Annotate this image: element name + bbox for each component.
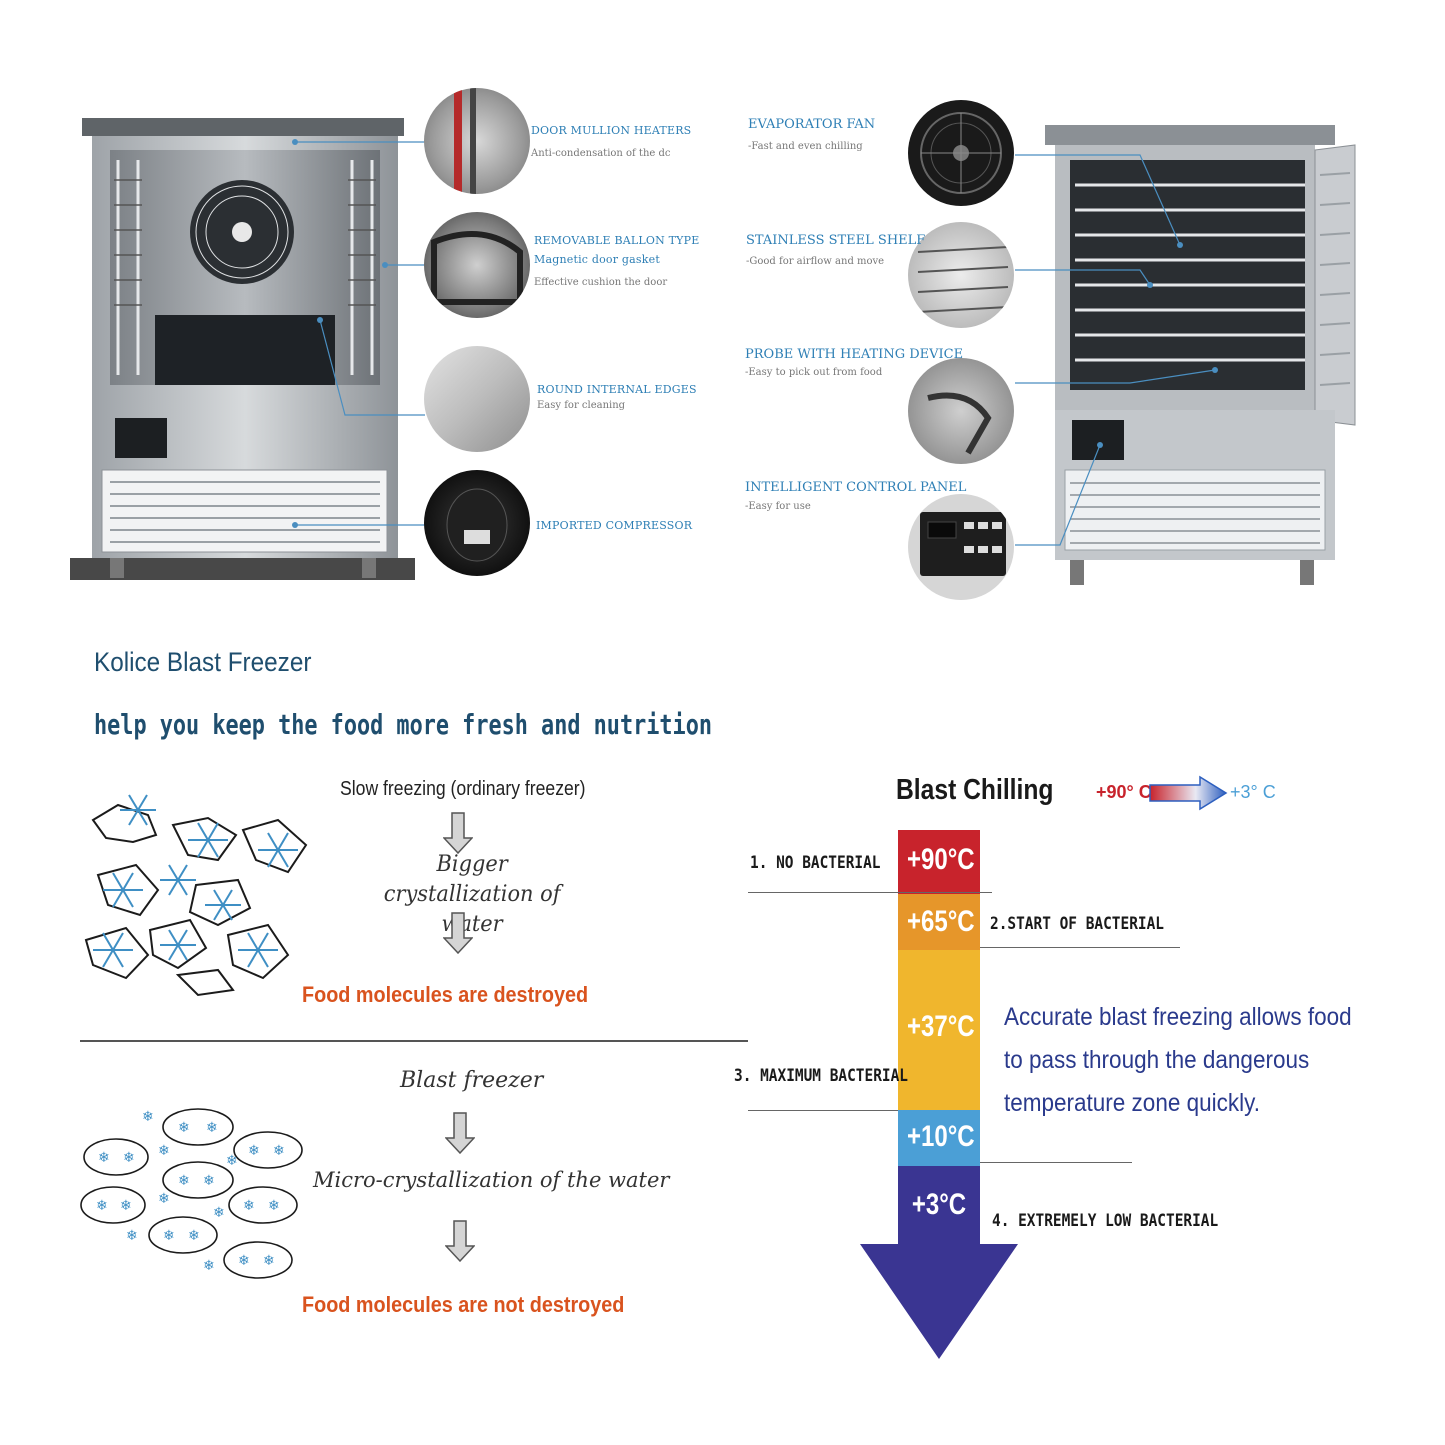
bacteria-line-1 xyxy=(748,892,992,893)
bacteria-line-3 xyxy=(748,1110,898,1111)
svg-text:❄: ❄ xyxy=(123,1150,135,1166)
probe-photo xyxy=(908,358,1014,464)
callout-fan-desc: -Fast and even chilling xyxy=(748,141,863,152)
down-arrow-icon xyxy=(445,1220,475,1262)
svg-text:❄: ❄ xyxy=(263,1253,275,1269)
band-65 xyxy=(898,894,980,950)
callout-gasket-title: REMOVABLE BALLON TYPE xyxy=(534,234,700,247)
compressor-photo xyxy=(424,470,530,576)
bacteria-line-2 xyxy=(980,947,1180,948)
callout-edges-title: ROUND INTERNAL EDGES xyxy=(537,383,697,396)
svg-text:❄: ❄ xyxy=(273,1143,285,1159)
svg-text:❄: ❄ xyxy=(243,1198,255,1214)
left-connector-lines xyxy=(292,139,425,528)
callout-door-mullion-desc: Anti-condensation of the dc xyxy=(531,148,671,159)
svg-text:❄: ❄ xyxy=(126,1228,138,1244)
slow-freezing-title: Slow freezing (ordinary freezer) xyxy=(340,778,586,800)
callout-door-mullion-title: DOOR MULLION HEATERS xyxy=(531,124,692,137)
band-label-65: +65°C xyxy=(907,905,975,938)
brand-title: Kolice Blast Freezer xyxy=(94,647,312,677)
bacteria-label-1: 1. NO BACTERIAL xyxy=(750,853,881,873)
svg-text:❄: ❄ xyxy=(120,1198,132,1214)
band-37 xyxy=(898,950,980,1110)
large-ice-crystals-illustration xyxy=(84,794,308,997)
svg-text:❄: ❄ xyxy=(188,1228,200,1244)
right-connector-lines xyxy=(1015,154,1218,546)
svg-text:❄: ❄ xyxy=(158,1143,170,1159)
callout-probe-title: PROBE WITH HEATING DEVICE xyxy=(745,347,964,362)
chill-from-temp: +90° C xyxy=(1096,782,1152,802)
svg-text:❄: ❄ xyxy=(226,1153,238,1169)
bacteria-label-3: 3. MAXIMUM BACTERIAL xyxy=(734,1066,908,1086)
internal-edge-photo xyxy=(424,346,530,452)
svg-text:❄: ❄ xyxy=(142,1109,154,1125)
blast-freezer-result: Food molecules are not destroyed xyxy=(302,1292,625,1317)
svg-text:❄: ❄ xyxy=(238,1253,250,1269)
band-label-10: +10°C xyxy=(907,1120,975,1153)
slow-freezing-result: Food molecules are destroyed xyxy=(302,982,589,1007)
svg-text:❄: ❄ xyxy=(248,1143,260,1159)
control-panel-photo xyxy=(908,494,1014,600)
callout-shelf-title: STAINLESS STEEL SHELF xyxy=(746,233,926,248)
band-label-90: +90°C xyxy=(907,843,975,876)
evaporator-fan-photo xyxy=(908,100,1014,206)
down-arrow-icon xyxy=(445,1112,475,1154)
band-label-3: +3°C xyxy=(911,1188,967,1221)
svg-text:❄: ❄ xyxy=(268,1198,280,1214)
micro-ice-crystals-illustration: ❄❄❄ ❄❄❄ ❄❄❄ ❄❄ ❄❄❄ ❄❄❄ ❄❄❄ ❄❄❄ xyxy=(80,1108,303,1279)
freezer-front-illustration xyxy=(70,110,415,590)
chill-to-temp: +3° C xyxy=(1230,782,1276,802)
band-10 xyxy=(898,1110,980,1166)
callout-panel-desc: -Easy for use xyxy=(745,501,811,512)
tagline: help you keep the food more fresh and nu… xyxy=(94,708,713,741)
blast-chilling-title: Blast Chilling xyxy=(896,774,1054,806)
band-3-arrow xyxy=(860,1166,1018,1359)
callout-gasket-desc: Effective cushion the door xyxy=(534,277,668,288)
svg-text:❄: ❄ xyxy=(178,1173,190,1189)
door-gasket-photo xyxy=(424,212,530,318)
svg-text:❄: ❄ xyxy=(178,1120,190,1136)
svg-text:❄: ❄ xyxy=(206,1120,218,1136)
callout-fan-title: EVAPORATOR FAN xyxy=(748,117,876,132)
callout-shelf-desc: -Good for airflow and move xyxy=(746,256,885,267)
callout-probe-desc: -Easy to pick out from food xyxy=(745,367,883,378)
callout-panel-title: INTELLIGENT CONTROL PANEL xyxy=(745,480,967,495)
callout-gasket-title2: Magnetic door gasket xyxy=(534,253,660,266)
right-arrow-icon xyxy=(1149,775,1228,811)
svg-text:❄: ❄ xyxy=(98,1150,110,1166)
blast-freezer-title: Blast freezer xyxy=(400,1068,544,1093)
svg-text:❄: ❄ xyxy=(158,1191,170,1207)
section-divider xyxy=(80,1040,748,1042)
blast-freezer-step: Micro-crystallization of the water xyxy=(313,1168,670,1192)
down-arrow-icon xyxy=(443,812,473,854)
svg-text:❄: ❄ xyxy=(96,1198,108,1214)
freezer-side-illustration xyxy=(1040,125,1365,590)
svg-text:❄: ❄ xyxy=(203,1258,215,1274)
callout-compressor-title: IMPORTED COMPRESSOR xyxy=(536,519,693,532)
band-90 xyxy=(898,830,980,894)
steel-shelf-photo xyxy=(908,222,1014,328)
svg-text:❄: ❄ xyxy=(203,1173,215,1189)
down-arrow-icon xyxy=(443,912,473,954)
bacteria-line-4 xyxy=(980,1162,1132,1163)
blast-chilling-note: Accurate blast freezing allows food to p… xyxy=(1004,1003,1352,1117)
svg-text:❄: ❄ xyxy=(213,1205,225,1221)
bacteria-label-4: 4. EXTREMELY LOW BACTERIAL xyxy=(992,1211,1219,1231)
svg-text:❄: ❄ xyxy=(163,1228,175,1244)
bacteria-label-2: 2.START OF BACTERIAL xyxy=(990,914,1164,934)
mullion-heater-photo xyxy=(424,88,530,194)
callout-edges-desc: Easy for cleaning xyxy=(537,400,626,411)
band-label-37: +37°C xyxy=(907,1010,975,1043)
